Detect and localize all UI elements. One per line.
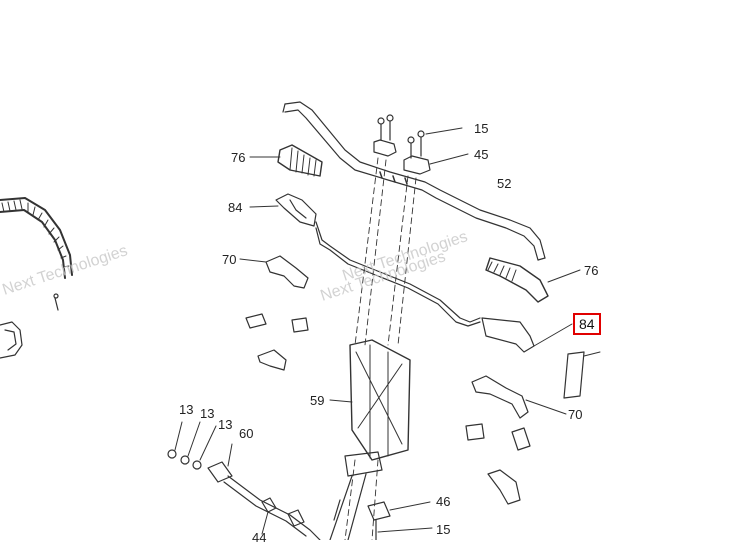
callout-84: 84	[228, 200, 243, 215]
grip-left-part	[249, 144, 323, 177]
tag-piece	[563, 351, 601, 399]
elbow-left-part	[239, 255, 309, 289]
callout-45: 45	[474, 147, 489, 162]
clamp-bolts-top	[373, 114, 469, 175]
alignment-lines	[344, 157, 417, 540]
callout-15: 15	[436, 522, 451, 537]
clamp-bolts-bottom	[367, 501, 433, 540]
steering-post-part	[329, 451, 383, 540]
callout-76: 76	[231, 150, 246, 165]
callout-46: 46	[436, 494, 451, 509]
callout-13: 13	[179, 402, 194, 417]
callout-13: 13	[218, 417, 233, 432]
handlebar-part	[282, 101, 546, 261]
small-pieces	[245, 313, 531, 505]
callout-70: 70	[222, 252, 237, 267]
callout-70: 70	[568, 407, 583, 422]
riser-block-part	[329, 339, 411, 461]
callout-44: 44	[252, 530, 267, 545]
callout-76: 76	[584, 263, 599, 278]
callout-15: 15	[474, 121, 489, 136]
heated-grip-wire-part	[249, 193, 573, 353]
callout-84-highlighted[interactable]: 84	[573, 313, 601, 335]
callout-60: 60	[239, 426, 254, 441]
callout-59: 59	[310, 393, 325, 408]
callout-52: 52	[497, 176, 512, 191]
elbow-right-part	[471, 375, 567, 419]
grip-right-part	[485, 257, 581, 303]
switch-assembly-part	[167, 421, 321, 540]
left-frame-part	[0, 197, 73, 359]
callout-13: 13	[200, 406, 215, 421]
